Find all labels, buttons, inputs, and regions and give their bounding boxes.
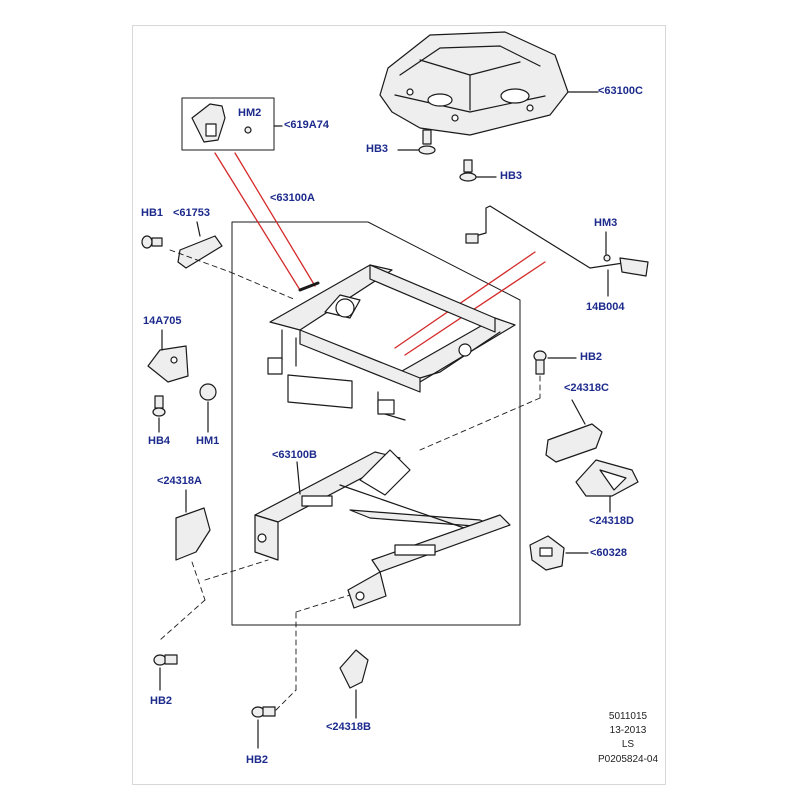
cable-14b004-part — [465, 205, 649, 277]
detail-box-619a74 — [181, 97, 275, 151]
label-63100b: <63100B — [272, 449, 317, 461]
label-63100c: <63100C — [598, 85, 643, 97]
label-24318d: <24318D — [589, 515, 634, 527]
label-24318b: <24318B — [326, 721, 371, 733]
label-14a705: 14A705 — [143, 315, 182, 327]
dash-hb2-bottom-c — [295, 594, 351, 613]
label-63100a: <63100A — [270, 192, 315, 204]
label-61753: <61753 — [173, 207, 211, 219]
label-24318a: <24318A — [157, 475, 202, 487]
dash-24318a-b — [159, 599, 206, 641]
trim-61753-part — [177, 235, 223, 269]
seat-frame-lower — [254, 449, 511, 609]
label-hb3-a: HB3 — [366, 143, 389, 155]
label-619a74: <619A74 — [284, 119, 329, 131]
hb1-bolt — [141, 235, 163, 249]
hb3-bolt-lower — [459, 159, 477, 182]
label-hb2-bottom: HB2 — [246, 754, 269, 766]
diagram-panel — [132, 25, 666, 785]
dash-61753 — [169, 249, 231, 273]
red-leader-lines — [214, 152, 546, 356]
label-60328: <60328 — [590, 547, 628, 559]
leader-24318c — [571, 399, 586, 425]
seat-frame-upper — [267, 264, 516, 421]
trim-24318b-part — [339, 649, 369, 689]
dash-hb2-right-b — [419, 397, 541, 451]
hm1-cap — [199, 383, 217, 401]
leader-61753 — [196, 221, 201, 237]
label-hb4: HB4 — [148, 435, 171, 447]
label-14b004: 14B004 — [586, 301, 625, 313]
dash-24318a — [191, 561, 206, 601]
leader-63100b — [296, 461, 301, 495]
hb2-bolt-right — [533, 350, 547, 375]
cover-24318d-part — [575, 459, 639, 497]
cover-24318c-part — [545, 423, 603, 463]
seat-pan-part — [379, 31, 569, 136]
label-hm3: HM3 — [594, 217, 618, 229]
frame-assembly-outline — [231, 221, 521, 626]
hb2-bolt-left — [153, 654, 178, 666]
hb2-bolt-bottom — [251, 706, 276, 718]
label-hb1: HB1 — [141, 207, 164, 219]
hb3-bolt-upper — [418, 129, 436, 155]
stamp-line-3: LS — [621, 739, 635, 750]
stamp-line-1: 5011015 — [608, 711, 648, 722]
stamp-line-2: 13-2013 — [609, 725, 647, 736]
label-24318c: <24318C — [564, 382, 609, 394]
label-hm1: HM1 — [196, 435, 220, 447]
trim-24318a-part — [175, 507, 211, 561]
dash-frame-left — [204, 559, 269, 581]
bracket-14a705-part — [147, 345, 189, 383]
bracket-60328-part — [529, 535, 565, 571]
stamp-line-4: P0205824-04 — [597, 754, 659, 765]
dash-61753-b — [229, 271, 297, 301]
label-hb2-left: HB2 — [150, 695, 173, 707]
hb4-bolt — [152, 395, 166, 417]
label-hb2-right: HB2 — [580, 351, 603, 363]
label-hb3-b: HB3 — [500, 170, 523, 182]
label-hm2: HM2 — [238, 107, 262, 119]
dash-hb2-bottom — [275, 689, 297, 711]
